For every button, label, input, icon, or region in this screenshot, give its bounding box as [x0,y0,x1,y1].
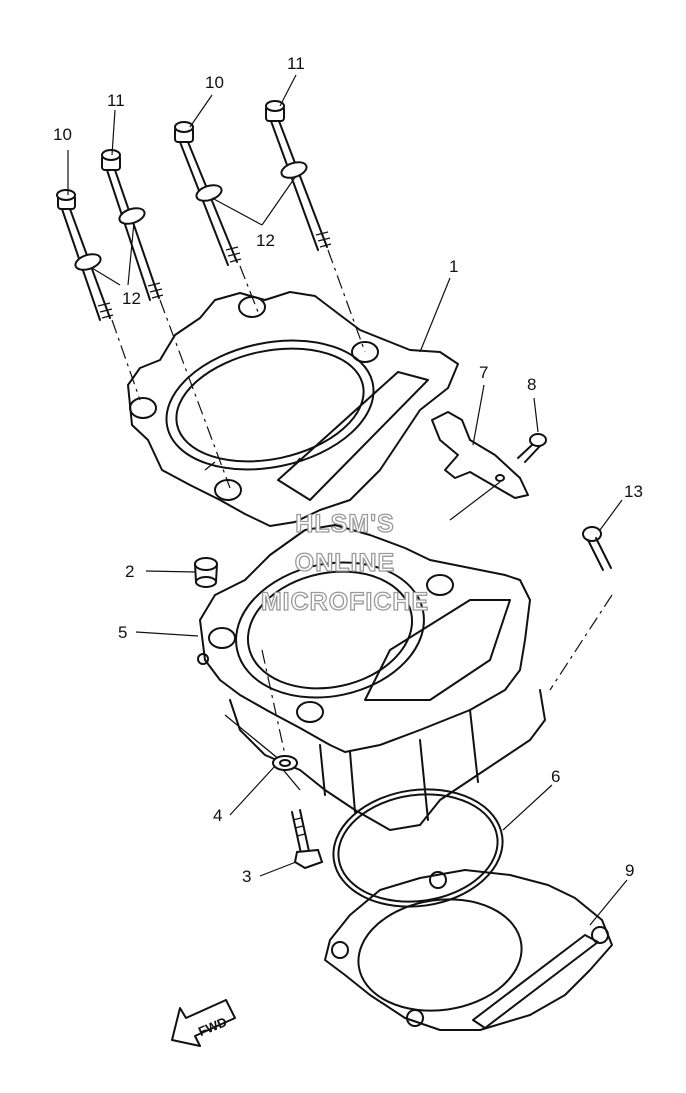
washer-12-right-a [195,184,223,202]
bolt-11-left [101,149,164,301]
fwd-arrow-icon: FWD [171,999,236,1047]
bolt-11-right [265,100,332,251]
callout-3: 3 [242,867,251,886]
stud-bolt-3 [291,809,324,870]
fwd-label: FWD [196,1014,229,1039]
cylinder-5 [197,524,546,831]
callout-13: 13 [624,482,643,501]
base-gasket-9 [324,869,613,1031]
callout-4: 4 [213,806,222,825]
callout-5: 5 [118,623,127,642]
callout-1: 1 [449,257,458,276]
washer-12-left-b [118,207,146,225]
seal-washer-4 [272,755,298,771]
callout-10-right: 10 [205,73,224,92]
screw-13 [582,526,612,571]
callout-12-left: 12 [122,289,141,308]
callout-12-right: 12 [256,231,275,250]
watermark-line-2: ONLINE [295,549,395,577]
washer-12-left-a [74,253,102,271]
callout-8: 8 [527,375,536,394]
o-ring-6 [332,788,504,908]
watermark-line-1: HLSM'S [295,510,394,538]
bolt-10-right [174,121,242,266]
callout-11-left: 11 [107,91,125,110]
screw-8 [517,433,547,463]
callout-10-left: 10 [53,125,72,144]
washer-12-right-b [280,161,308,179]
bracket-7 [431,411,529,499]
cylinder-head-gasket-1 [127,291,459,527]
callout-6: 6 [551,767,560,786]
watermark-line-3: MICROFICHE [261,588,429,616]
callout-2: 2 [125,562,134,581]
callout-9: 9 [625,861,634,880]
callout-7: 7 [479,363,488,382]
dowel-pin-2 [194,557,218,588]
watermark: HLSM'S ONLINE MICROFICHE [260,509,429,616]
callout-11-right: 11 [287,54,305,73]
